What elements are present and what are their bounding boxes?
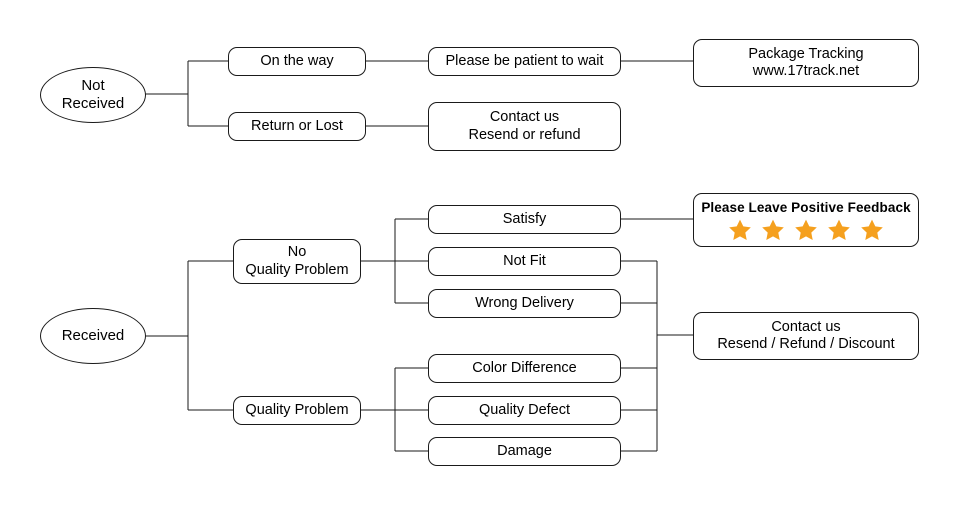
star-rating[interactable] [728,218,884,242]
node-contact-us-resend-or-refund[interactable]: Contact us Resend or refund [428,102,621,151]
node-label: Received [61,327,125,345]
node-quality-defect[interactable]: Quality Defect [428,396,621,425]
star-icon[interactable] [827,218,851,242]
node-quality-problem[interactable]: Quality Problem [233,396,361,425]
node-label: Quality Defect [478,401,571,418]
star-icon[interactable] [761,218,785,242]
star-icon[interactable] [794,218,818,242]
node-not-received[interactable]: Not Received [40,67,146,123]
node-label: Return or Lost [251,117,343,134]
node-label: On the way [260,52,334,69]
node-label: Contact us Resend or refund [468,109,581,143]
node-color-difference[interactable]: Color Difference [428,354,621,383]
node-label: Please be patient to wait [445,52,604,69]
node-damage[interactable]: Damage [428,437,621,466]
node-package-tracking[interactable]: Package Tracking www.17track.net [693,39,919,87]
node-on-the-way[interactable]: On the way [228,47,366,76]
node-leave-positive-feedback[interactable]: Please Leave Positive Feedback [693,193,919,247]
node-received[interactable]: Received [40,308,146,364]
star-icon[interactable] [860,218,884,242]
node-label: No Quality Problem [245,244,349,278]
node-please-be-patient[interactable]: Please be patient to wait [428,47,621,76]
node-label: Contact us Resend / Refund / Discount [717,318,895,352]
node-contact-us-resend-refund-discount[interactable]: Contact us Resend / Refund / Discount [693,312,919,360]
node-satisfy[interactable]: Satisfy [428,205,621,234]
feedback-label: Please Leave Positive Feedback [701,200,911,216]
node-label: Quality Problem [245,401,349,418]
node-not-fit[interactable]: Not Fit [428,247,621,276]
node-label: Satisfy [502,210,547,227]
node-label: Not Received [61,77,125,112]
node-return-or-lost[interactable]: Return or Lost [228,112,366,141]
node-label: Damage [497,442,552,459]
node-label: Package Tracking www.17track.net [748,45,864,79]
node-label: Not Fit [503,252,546,269]
star-icon[interactable] [728,218,752,242]
node-wrong-delivery[interactable]: Wrong Delivery [428,289,621,318]
node-label: Color Difference [472,359,577,376]
node-label: Wrong Delivery [475,294,574,311]
node-no-quality-problem[interactable]: No Quality Problem [233,239,361,284]
